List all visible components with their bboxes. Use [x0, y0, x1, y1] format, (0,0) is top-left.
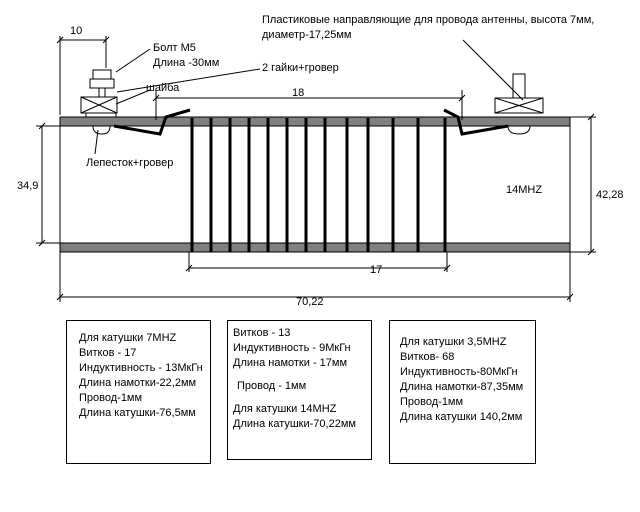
bolt-label: Болт М5 — [153, 42, 196, 54]
bolt-shank — [98, 87, 106, 98]
coil-3-5mhz-line: Провод-1мм — [400, 396, 464, 408]
dim-right-height-label: 42,28 — [596, 189, 624, 201]
coil-7mhz-line: Витков - 17 — [79, 347, 137, 359]
coil-14mhz-line: Длина намотки - 17мм — [233, 357, 348, 369]
coil-form — [59, 116, 571, 253]
coil-7mhz-box: Для катушки 7MHZ Витков - 17 Индуктивнос… — [66, 320, 211, 464]
coil-7mhz-line: Индуктивность - 13МкГн — [79, 362, 203, 374]
right-lead-wire — [443, 108, 509, 136]
lug-label: Лепесток+гровер — [86, 157, 174, 169]
left-terminal — [80, 69, 118, 135]
right-bolt — [512, 73, 526, 99]
coil-7mhz-line: Длина катушки-76,5мм — [79, 407, 196, 419]
coil-14mhz-line: Индуктивность - 9МкГн — [233, 342, 351, 354]
coil-7mhz-line: Длина намотки-22,2мм — [79, 377, 197, 389]
coil-3-5mhz-line: Длина намотки-87,35мм — [400, 381, 524, 393]
coil-14mhz-line: Для катушки 14MHZ — [233, 403, 337, 415]
coil-14mhz-box: Витков - 13 Индуктивность - 9МкГн Длина … — [227, 320, 372, 460]
right-terminal — [494, 73, 544, 135]
band-label: 14MHZ — [506, 184, 543, 196]
coil-14mhz-line: Витков - 13 — [233, 327, 291, 339]
leader-bolt — [115, 48, 151, 73]
form-top-rail — [59, 116, 571, 127]
coil-7mhz-line: Для катушки 7MHZ — [79, 332, 177, 344]
bolt-head-lower — [89, 78, 115, 89]
coil-3-5mhz-line: Длина катушки 140,2мм — [400, 411, 523, 423]
nuts-label: 2 гайки+гровер — [262, 62, 339, 74]
leader-nuts — [116, 68, 261, 93]
leader-guides — [462, 39, 524, 101]
form-bottom-rail — [59, 242, 571, 253]
winding — [190, 118, 447, 252]
bolt-head — [92, 69, 112, 80]
coil-3-5mhz-line: Индуктивность-80МкГн — [400, 366, 518, 378]
dim-winding-bottom-label: 17 — [370, 264, 383, 276]
washer — [85, 112, 117, 118]
coil-14mhz-line: Провод - 1мм — [237, 380, 307, 392]
coil-3-5mhz-line: Для катушки 3,5MHZ — [400, 336, 507, 348]
coil-3-5mhz-line: Витков- 68 — [400, 351, 455, 363]
dim-bolt-offset-label: 10 — [70, 25, 83, 37]
bolt-length-label: Длина -30мм — [153, 57, 220, 69]
guides-note-line1: Пластиковые направляющие для провода ант… — [262, 14, 595, 26]
left-lead-wire — [113, 108, 191, 136]
right-lug — [507, 125, 531, 135]
leader-washer — [115, 89, 151, 105]
coil-7mhz-line: Провод-1мм — [79, 392, 143, 404]
guides-note-line2: диаметр-17,25мм — [262, 29, 352, 41]
leader-lug — [94, 129, 99, 155]
dim-left-height-label: 34,9 — [17, 180, 39, 192]
coil-14mhz-line: Длина катушки-70,22мм — [233, 418, 356, 430]
dim-winding-top-label: 18 — [292, 87, 305, 99]
lug — [92, 125, 111, 135]
washer-label: шайба — [146, 82, 180, 94]
dim-total-length-label: 70,22 — [296, 296, 324, 308]
coil-3-5mhz-box: Для катушки 3,5MHZ Витков- 68 Индуктивно… — [389, 320, 536, 464]
